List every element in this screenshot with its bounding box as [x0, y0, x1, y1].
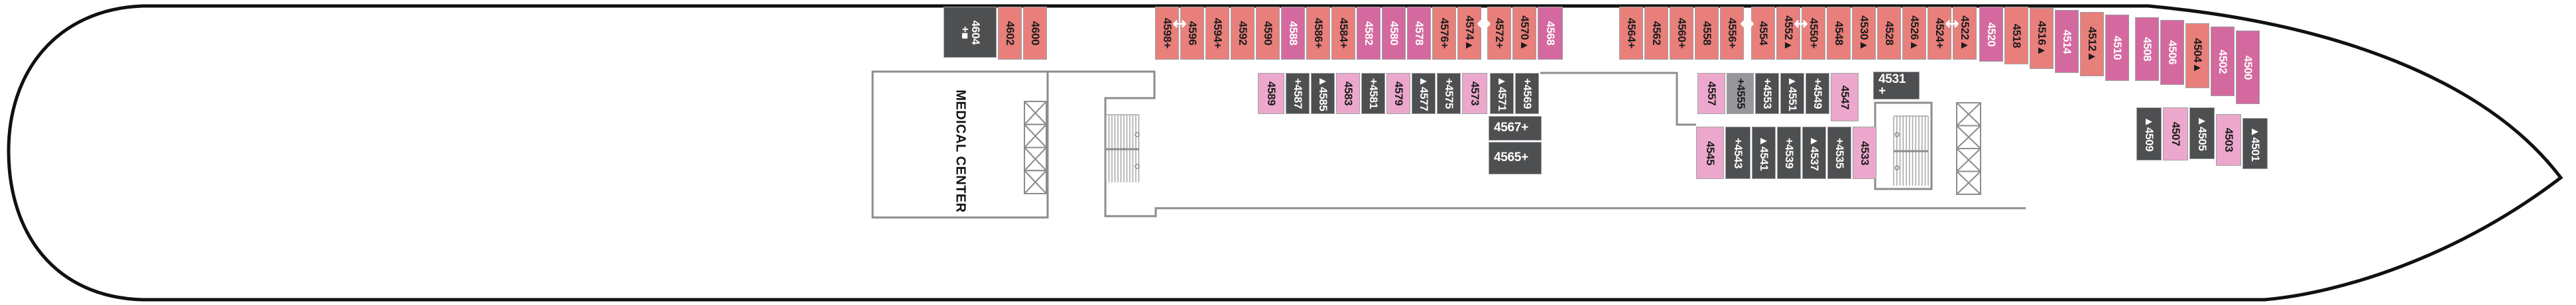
cabin-4575[interactable]: +4575 — [1437, 73, 1461, 114]
elevator-icon — [1024, 101, 1047, 194]
cabin-4570[interactable]: 4570▲ — [1512, 7, 1536, 60]
cabin-4600[interactable]: 4600 — [1023, 7, 1047, 60]
cabin-4539[interactable]: +4539 — [1777, 127, 1801, 179]
cabin-4533[interactable]: 4533 — [1853, 127, 1876, 179]
cabin-4541[interactable]: ▲4541 — [1752, 127, 1776, 179]
cabin-4586[interactable]: 4586+ — [1306, 7, 1330, 60]
cabin-4582[interactable]: 4582 — [1357, 7, 1380, 60]
cabin-4554[interactable]: 4554 — [1751, 7, 1775, 60]
connecting-rooms-arrow-icon: ↔ — [1794, 14, 1808, 34]
cabin-4555[interactable]: +4555 — [1727, 73, 1754, 114]
cabin-4505[interactable]: ▲4505 — [2189, 107, 2215, 159]
cabin-4577[interactable]: ▲4577 — [1412, 73, 1436, 114]
cabin-4556[interactable]: 4556+ — [1720, 7, 1744, 60]
cabin-4596[interactable]: 4596 — [1180, 7, 1204, 60]
cabin-4506[interactable]: 4506 — [2160, 20, 2184, 85]
cabin-4581[interactable]: +4581 — [1361, 73, 1385, 114]
cabin-4535[interactable]: +4535 — [1827, 127, 1851, 179]
cabin-4594[interactable]: 4594+ — [1205, 7, 1229, 60]
cabin-4510[interactable]: 4510 — [2105, 15, 2129, 81]
cabin-4560[interactable]: 4560+ — [1670, 7, 1693, 60]
cabin-4508[interactable]: 4508 — [2135, 17, 2159, 81]
interior-walls-left — [873, 70, 2026, 217]
cabin-4549[interactable]: +4549 — [1806, 73, 1829, 114]
cabin-4576[interactable]: 4576+ — [1432, 7, 1456, 60]
cabin-4524[interactable]: 4524+ — [1928, 7, 1951, 60]
stairs-icon — [1893, 115, 1929, 186]
cabin-4598[interactable]: 4598+ — [1155, 7, 1179, 60]
cabin-4583[interactable]: 4583 — [1336, 73, 1360, 114]
connecting-rooms-arrow-icon: ↔ — [1945, 14, 1959, 34]
cabin-4573[interactable]: 4573 — [1462, 73, 1487, 114]
cabin-4501[interactable]: ▲4501 — [2242, 118, 2268, 169]
cabin-4543[interactable]: +4543 — [1725, 127, 1750, 179]
cabin-4526[interactable]: 4526▲ — [1902, 7, 1926, 60]
cabin-4551[interactable]: ▲4551 — [1780, 73, 1804, 114]
cabin-4579[interactable]: 4579 — [1386, 73, 1410, 114]
cabin-4547[interactable]: 4547 — [1831, 73, 1859, 121]
cabin-4585[interactable]: ▲4585 — [1311, 73, 1335, 114]
medical-center-room — [871, 70, 1049, 219]
cabin-4574[interactable]: 4574▲ — [1457, 7, 1481, 60]
cabin-4565[interactable]: 4565+ — [1489, 142, 1542, 174]
cabin-4503[interactable]: 4503 — [2216, 114, 2241, 166]
cabin-4602[interactable]: 4602 — [998, 7, 1022, 60]
cabin-4580[interactable]: 4580 — [1382, 7, 1406, 60]
stairs-icon — [1105, 114, 1140, 182]
cabin-4592[interactable]: 4592 — [1231, 7, 1255, 60]
cabin-4548[interactable]: 4548 — [1827, 7, 1851, 60]
ship-hull-outline — [7, 4, 2563, 302]
connecting-rooms-arrow-icon: ↔ — [1477, 14, 1491, 34]
cabin-4588[interactable]: 4588 — [1281, 7, 1305, 60]
cabin-4589[interactable]: 4589 — [1258, 73, 1284, 114]
cabin-4518[interactable]: 4518 — [2004, 7, 2028, 64]
cabin-4552[interactable]: 4552▲ — [1776, 7, 1800, 60]
cabin-4530[interactable]: 4530▲ — [1852, 7, 1876, 60]
cabin-4571[interactable]: ▲4571 — [1490, 73, 1514, 114]
cabin-4568[interactable]: 4568 — [1538, 7, 1563, 60]
cabin-4531[interactable]: 4531+ — [1873, 72, 1920, 99]
cabin-4528[interactable]: 4528 — [1877, 7, 1901, 60]
interior-walls-mid — [1540, 72, 1696, 126]
cabin-4578[interactable]: 4578 — [1407, 7, 1431, 60]
cabin-4545[interactable]: 4545 — [1696, 127, 1724, 179]
cabin-4550[interactable]: 4550+ — [1802, 7, 1825, 60]
cabin-4587[interactable]: +4587 — [1286, 73, 1310, 114]
cabin-4584[interactable]: 4584+ — [1331, 7, 1355, 60]
elevator-icon — [1956, 102, 1981, 195]
cabin-4504[interactable]: 4504▲ — [2185, 23, 2209, 88]
cabin-4553[interactable]: +4553 — [1755, 73, 1779, 114]
cabin-4572[interactable]: 4572+ — [1487, 7, 1511, 60]
cabin-4514[interactable]: 4514 — [2055, 10, 2079, 73]
cabin-4507[interactable]: 4507 — [2163, 107, 2188, 160]
cabin-4562[interactable]: 4562 — [1644, 7, 1668, 60]
cabin-4558[interactable]: 4558 — [1695, 7, 1719, 60]
cabin-4557[interactable]: 4557 — [1697, 73, 1725, 114]
cabin-4520[interactable]: 4520 — [1979, 7, 2003, 62]
cabin-4564[interactable]: 4564+ — [1619, 7, 1643, 60]
cabin-4569[interactable]: +4569 — [1515, 73, 1539, 114]
cabin-4516[interactable]: 4516▲ — [2030, 8, 2054, 69]
cabin-4604[interactable]: 4604+■ — [944, 7, 997, 58]
cabin-4509[interactable]: ▲4509 — [2136, 107, 2162, 160]
cabin-4512[interactable]: 4512▲ — [2080, 12, 2104, 76]
cabin-4537[interactable]: ▲4537 — [1802, 127, 1826, 179]
medical-center-label: MEDICAL CENTER — [953, 90, 968, 213]
connecting-rooms-arrow-icon: ↔ — [1172, 14, 1187, 34]
cabin-4567[interactable]: 4567+ — [1489, 116, 1542, 141]
cabin-4522[interactable]: 4522▲ — [1953, 7, 1977, 60]
cabin-4500[interactable]: 4500 — [2236, 30, 2260, 104]
cabin-4502[interactable]: 4502 — [2211, 27, 2235, 96]
cabin-4590[interactable]: 4590 — [1256, 7, 1280, 60]
connecting-rooms-arrow-icon: ↔ — [1740, 14, 1754, 34]
